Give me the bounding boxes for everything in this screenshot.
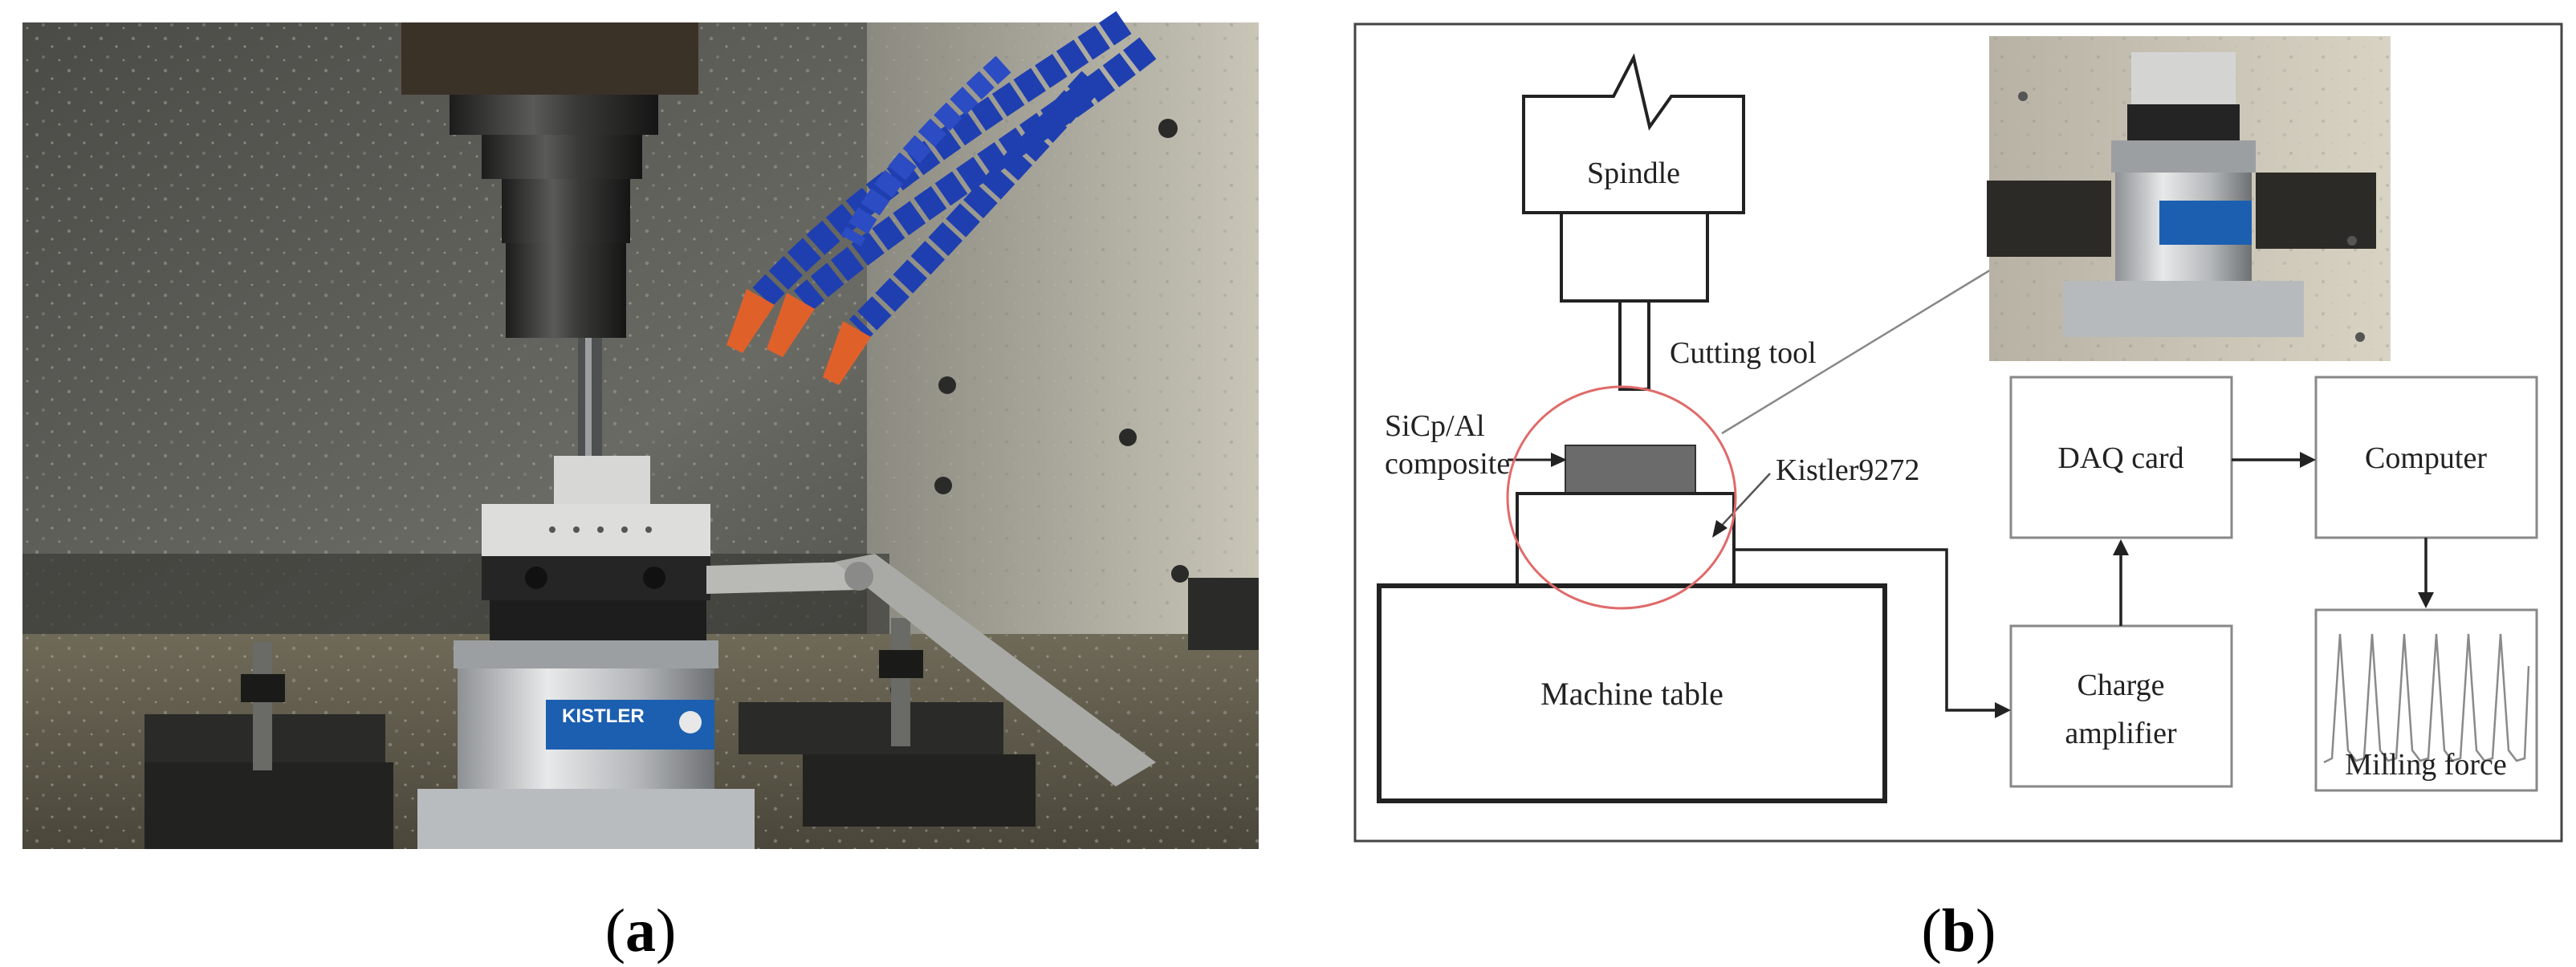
daq-card-label: DAQ card (2057, 441, 2183, 475)
charge-amplifier-label-line1: Charge (2077, 668, 2164, 702)
highlight-circle (1506, 385, 1737, 610)
kistler-brand-label: KISTLER (562, 705, 645, 727)
dynamometer-label: Kistler9272 (1776, 453, 1919, 487)
spindle-photo (401, 22, 698, 458)
machine-table-label: Machine table (1540, 676, 1723, 712)
panel-b-label: (b) (1922, 897, 1996, 965)
machine-table-shape (1377, 583, 1887, 803)
panel-b-schematic: Spindle Cutting tool SiCp/Al composite K… (1353, 22, 2563, 843)
arrow-to-milling-force (2418, 592, 2434, 608)
cutting-tool-shape (1618, 299, 1650, 391)
spindle-label: Spindle (1587, 156, 1680, 190)
arrow-to-daq-card (2113, 539, 2129, 555)
panel-a-photo: KISTLER (22, 10, 1259, 849)
coolant-hoses (726, 10, 1157, 385)
computer-label: Computer (2365, 441, 2487, 475)
arrow-to-charge-amplifier (1995, 702, 2011, 718)
arrow-to-computer (2300, 452, 2316, 468)
spindle-schematic: Spindle (1522, 53, 1745, 391)
cutting-tool-label: Cutting tool (1670, 336, 1817, 370)
dynamometer-shape (1516, 492, 1736, 587)
charge-amplifier-box (2009, 624, 2233, 788)
kistler-dynamometer-photo: KISTLER (417, 640, 755, 849)
computer-box (2314, 376, 2538, 539)
clamps (144, 554, 1259, 849)
workpiece-shape (1565, 445, 1696, 494)
callout-line (1721, 263, 2000, 435)
spindle-collet (1560, 211, 1709, 303)
workpiece-label-line1: SiCp/Al (1385, 409, 1485, 443)
workpiece-fixture (482, 456, 710, 640)
panel-a-label: (a) (605, 897, 677, 965)
signal-connectors (1734, 458, 2427, 712)
charge-amplifier-label-line2: amplifier (2065, 717, 2177, 750)
workpiece-label-line2: composite (1385, 447, 1510, 481)
daq-card-box (2009, 376, 2233, 539)
milling-force-signal (2323, 633, 2530, 764)
milling-force-label: Milling force (2345, 748, 2507, 782)
dynamometer-inset-photo (1987, 36, 2391, 361)
